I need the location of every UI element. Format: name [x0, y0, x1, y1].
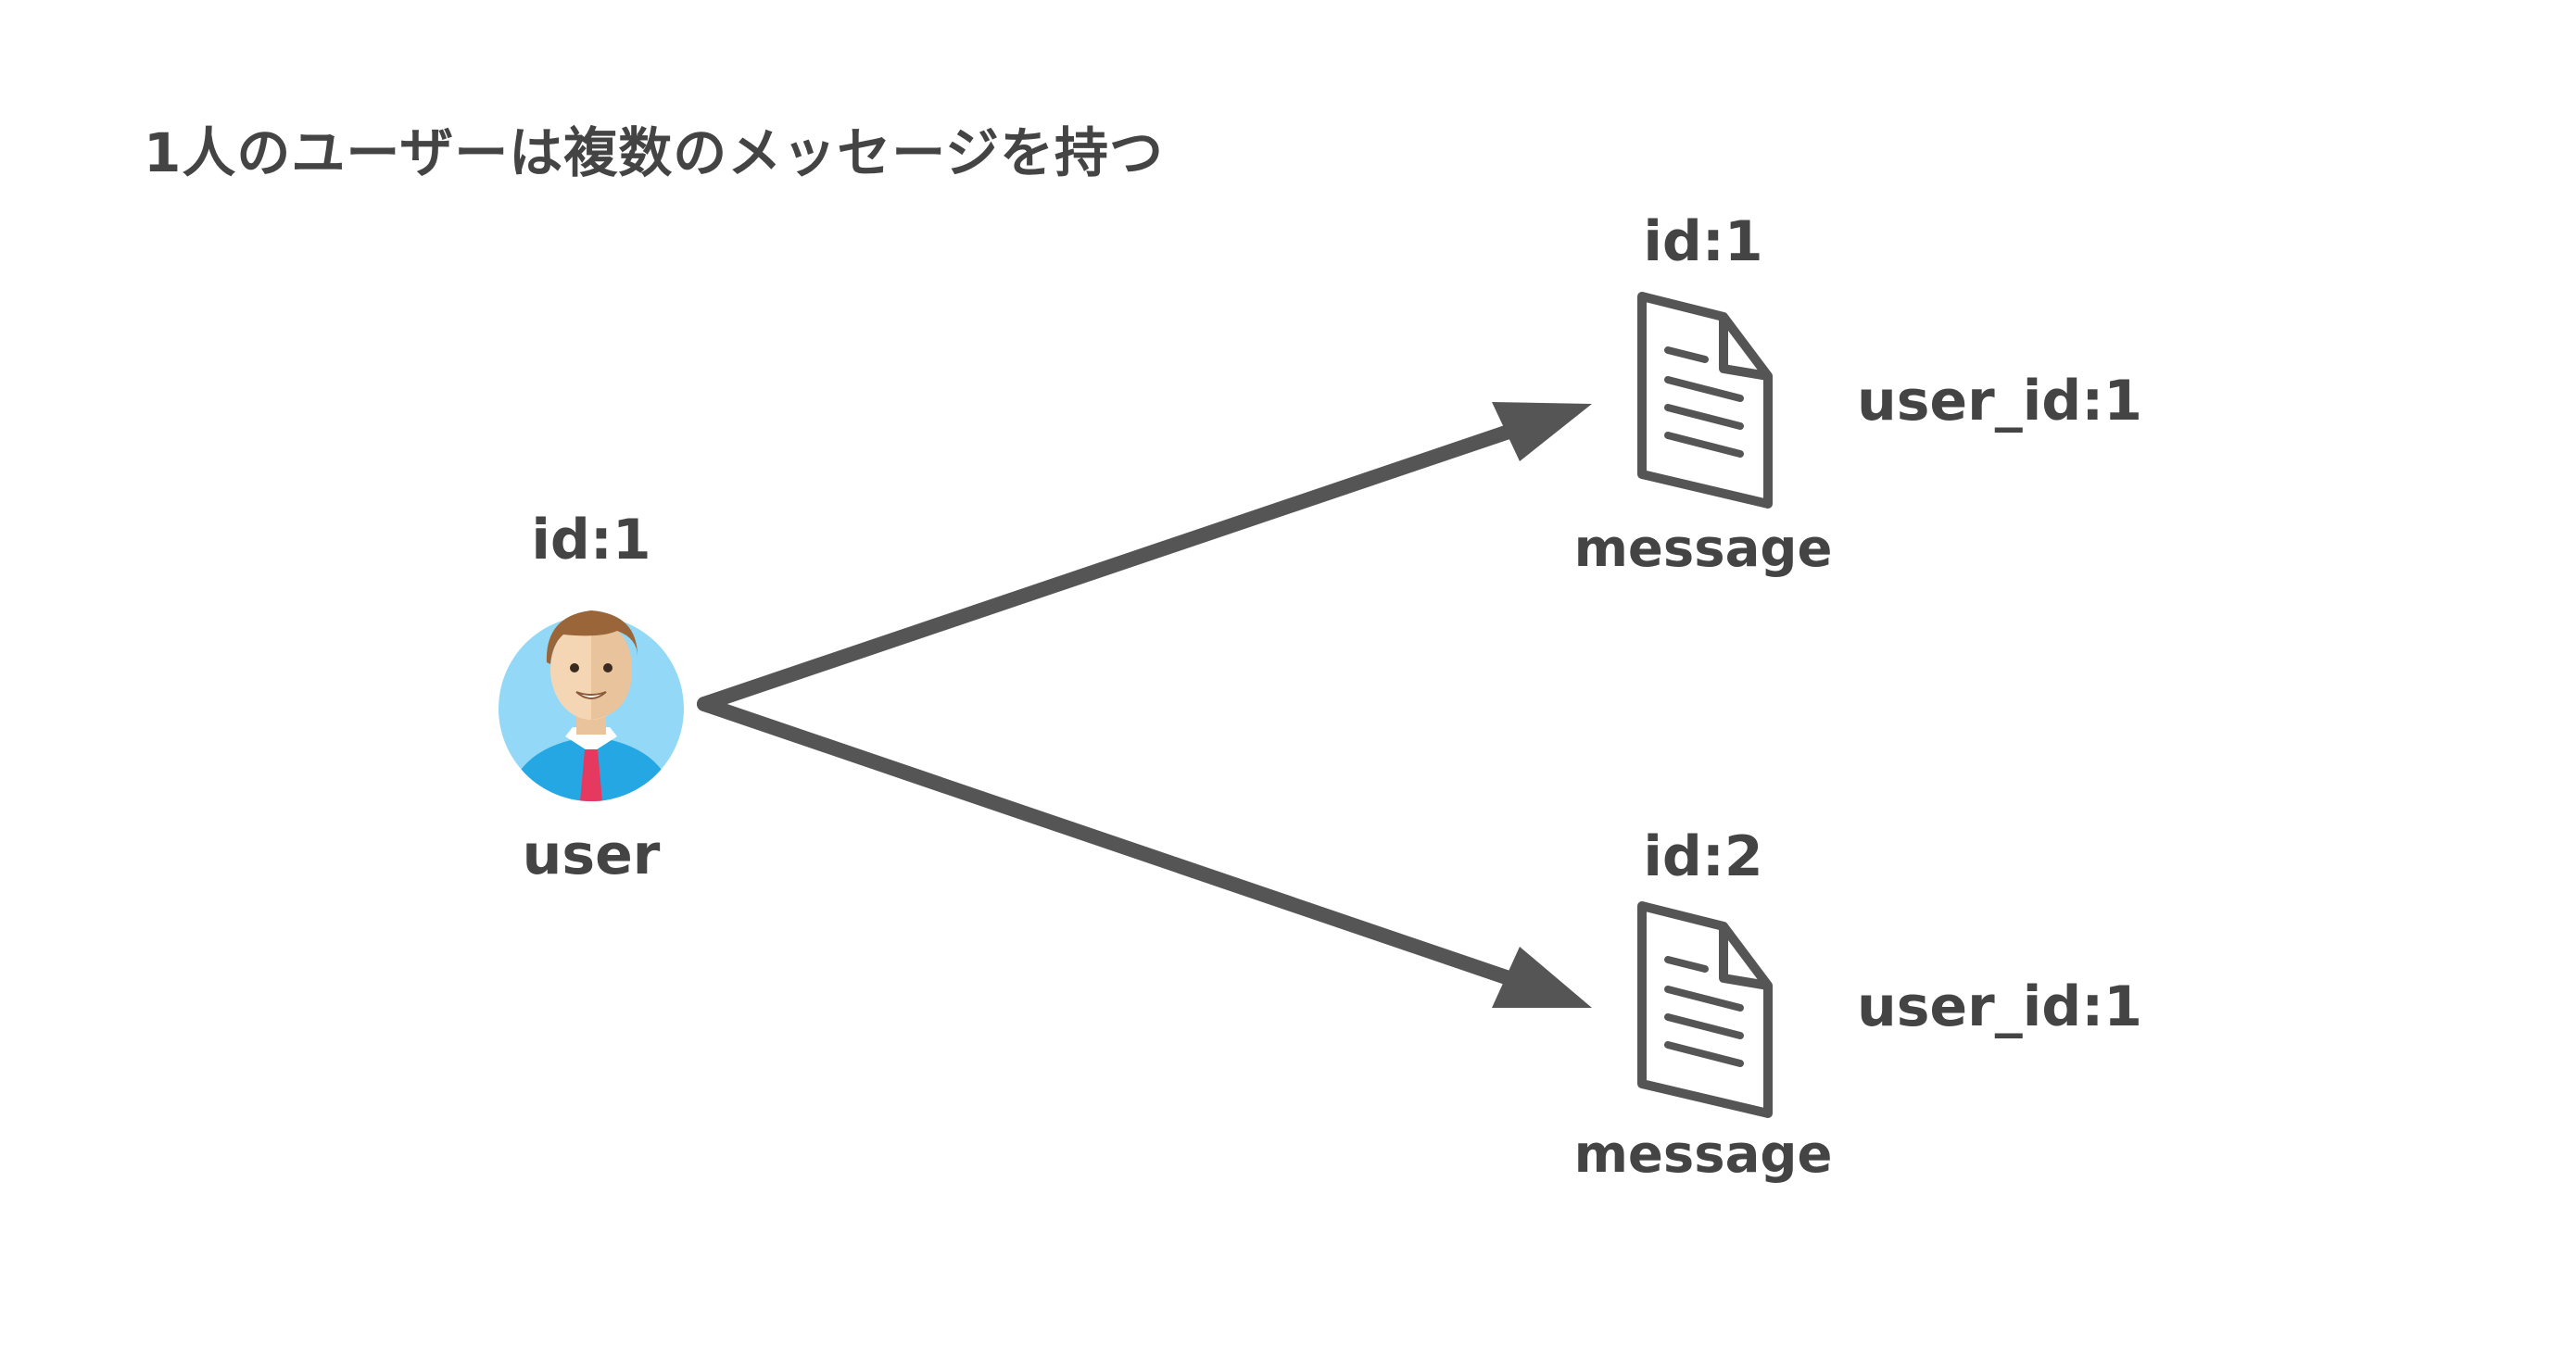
message-2-fk-label: user_id:1	[1857, 974, 2142, 1039]
arrow-to-message-1	[697, 402, 1592, 711]
user-id-label: id:1	[531, 508, 651, 572]
user-avatar-icon	[499, 610, 684, 801]
user-name-label: user	[522, 823, 661, 887]
message-1-id-label: id:1	[1643, 209, 1763, 274]
message-1-fk-label: user_id:1	[1857, 369, 2142, 434]
diagram-title: 1人のユーザーは複数のメッセージを持つ	[144, 121, 1165, 184]
message-1-document-icon	[1637, 292, 1773, 509]
message-2-name-label: message	[1573, 1125, 1833, 1185]
message-1-name-label: message	[1573, 519, 1833, 579]
message-2-document-icon	[1637, 901, 1773, 1118]
arrow-to-message-2	[697, 697, 1592, 1008]
message-2-id-label: id:2	[1643, 824, 1763, 889]
